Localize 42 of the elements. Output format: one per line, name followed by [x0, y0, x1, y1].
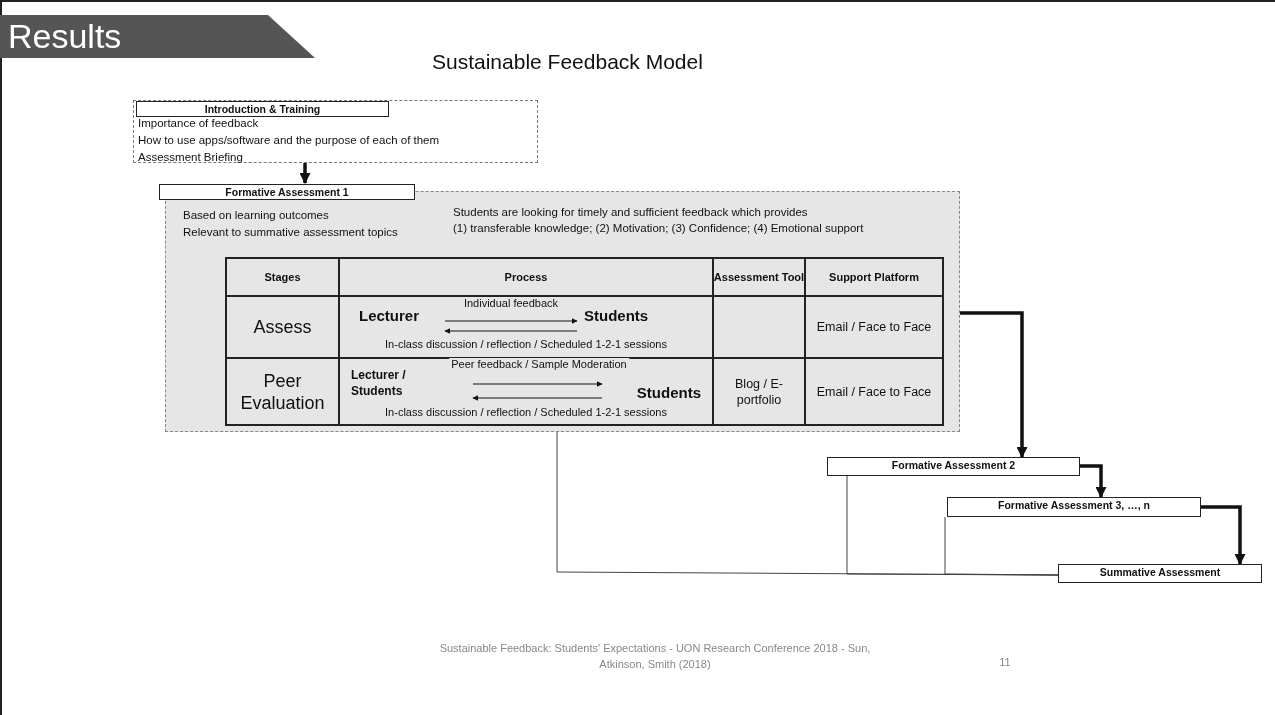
- panel-text: Relevant to summative assessment topics: [183, 226, 398, 238]
- stage-box: Summative Assessment: [1058, 564, 1262, 583]
- arrow: [444, 318, 578, 324]
- column-header: Assessment Tool: [713, 270, 805, 284]
- process-note: In-class discussion / reflection / Scheduled 1-2-1 sessions: [385, 406, 667, 418]
- diagram-title: Sustainable Feedback Model: [432, 50, 703, 74]
- arrow: [1201, 505, 1246, 566]
- column-header: Process: [504, 270, 548, 284]
- panel-text: How to use apps/software and the purpose of each of them: [138, 134, 440, 146]
- stage-name: Peer Evaluation: [239, 369, 326, 414]
- stage-box: Formative Assessment 3, …, n: [947, 497, 1201, 517]
- arrow: [472, 381, 603, 387]
- footer-citation: Sustainable Feedback: Students' Expectations - UON Research Conference 2018 - Sun, Atkinson, Smith (2018): [438, 641, 872, 672]
- stage-box: Introduction & Training: [136, 101, 389, 117]
- panel-text: Based on learning outcomes: [183, 209, 329, 221]
- role-label: Lecturer: [353, 306, 446, 336]
- panel-text: Students are looking for timely and sufficient feedback which provides: [453, 206, 808, 218]
- arrow: [444, 328, 578, 334]
- role-label: Students: [578, 306, 658, 336]
- column-header: Stages: [264, 270, 301, 284]
- arrow: [960, 311, 1028, 459]
- edge-label: Peer feedback / Sample Moderation: [449, 358, 629, 370]
- cell-text: Blog / E-portfolio: [734, 375, 784, 408]
- role-label: Lecturer / Students: [351, 367, 474, 401]
- stage-box: Formative Assessment 2: [827, 457, 1080, 476]
- panel-text: Assessment Briefing: [138, 151, 243, 163]
- column-header: Support Platform: [829, 270, 919, 284]
- role-label: Students: [603, 381, 701, 403]
- arrow: [1080, 464, 1107, 499]
- dashed-panel: [133, 100, 538, 163]
- arrow: [472, 395, 603, 401]
- cell-text: Email / Face to Face: [815, 319, 933, 335]
- connector-line: [944, 516, 1059, 576]
- panel-text: Importance of feedback: [138, 117, 259, 129]
- stage-name: Assess: [252, 316, 313, 338]
- section-title: Results: [8, 16, 122, 56]
- arrow: [299, 163, 311, 185]
- process-note: In-class discussion / reflection / Scheduled 1-2-1 sessions: [385, 338, 667, 350]
- cell-text: Email / Face to Face: [815, 383, 933, 400]
- stage-box: Formative Assessment 1: [159, 184, 415, 200]
- panel-text: (1) transferable knowledge; (2) Motivation; (3) Confidence; (4) Emotional support: [453, 222, 864, 234]
- slide-number: 11: [999, 656, 1011, 668]
